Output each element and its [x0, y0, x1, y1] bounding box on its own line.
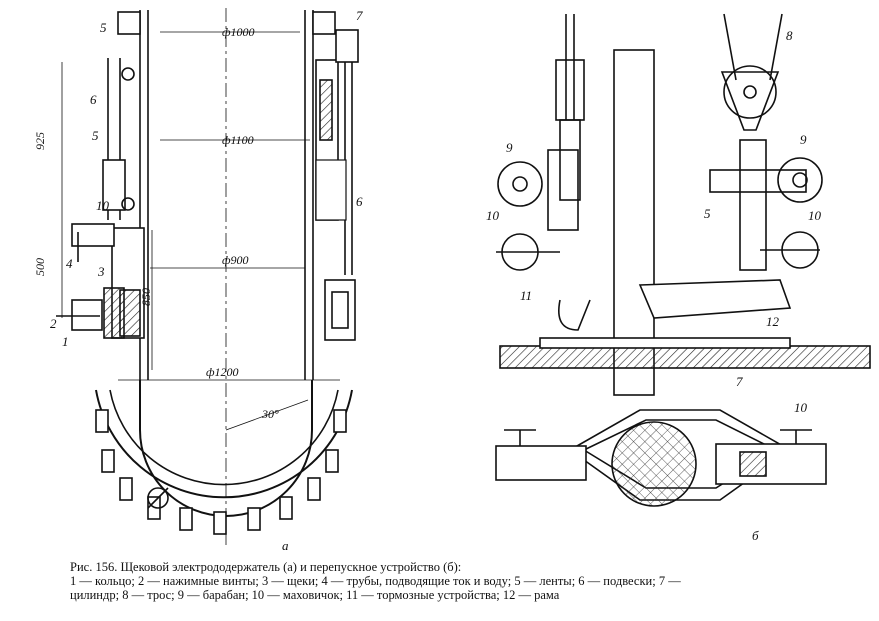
label-b-8: 8: [786, 28, 793, 43]
figure-caption: Рис. 156. Щековой электрододержатель (а)…: [70, 560, 870, 602]
dim-d900: ф900: [222, 253, 249, 267]
dim-h500: 500: [33, 258, 47, 276]
dim-d1000: ф1000: [222, 25, 255, 39]
subfig-b: б: [752, 528, 759, 543]
label-1: 1: [62, 334, 69, 349]
label-b-5: 5: [704, 206, 711, 221]
label-2: 2: [50, 316, 57, 331]
label-b-9-left: 9: [506, 140, 513, 155]
dim-d1100: ф1100: [222, 133, 254, 147]
subfig-a: а: [282, 538, 289, 553]
dim-h850: 850: [139, 288, 153, 306]
label-6-left: 6: [90, 92, 97, 107]
label-5-top: 5: [100, 20, 107, 35]
label-b-12: 12: [766, 314, 780, 329]
view-a-electrode-holder: [56, 8, 359, 545]
dim-d1200: ф1200: [206, 365, 239, 379]
label-b-7: 7: [736, 374, 743, 389]
label-b-10-left: 10: [486, 208, 500, 223]
view-b-bypass-device: [496, 13, 871, 396]
label-4: 4: [66, 256, 73, 271]
label-b-9-right: 9: [800, 132, 807, 147]
view-a-labels: ф1000 ф1100 ф900 ф1200 925 500 850 30° 1…: [33, 8, 363, 553]
label-b-10-plan: 10: [794, 400, 808, 415]
caption-line-1: Рис. 156. Щековой электрододержатель (а)…: [70, 560, 462, 574]
view-b-labels: 8 9 9 10 10 10 11 5 12 7 б: [486, 28, 822, 543]
label-10: 10: [96, 198, 110, 213]
technical-drawing: ф1000 ф1100 ф900 ф1200 925 500 850 30° 1…: [33, 8, 871, 553]
label-b-11: 11: [520, 288, 532, 303]
label-6-right: 6: [356, 194, 363, 209]
dim-angle: 30°: [261, 407, 279, 421]
caption-line-3: цилиндр; 8 — трос; 9 — барабан; 10 — мах…: [70, 588, 560, 602]
label-3: 3: [97, 264, 105, 279]
label-7: 7: [356, 8, 363, 23]
label-b-10-right: 10: [808, 208, 822, 223]
caption-line-2: 1 — кольцо; 2 — нажимные винты; 3 — щеки…: [70, 574, 681, 588]
label-5-mid: 5: [92, 128, 99, 143]
view-b-plan: [495, 409, 827, 507]
dim-h925: 925: [33, 132, 47, 150]
